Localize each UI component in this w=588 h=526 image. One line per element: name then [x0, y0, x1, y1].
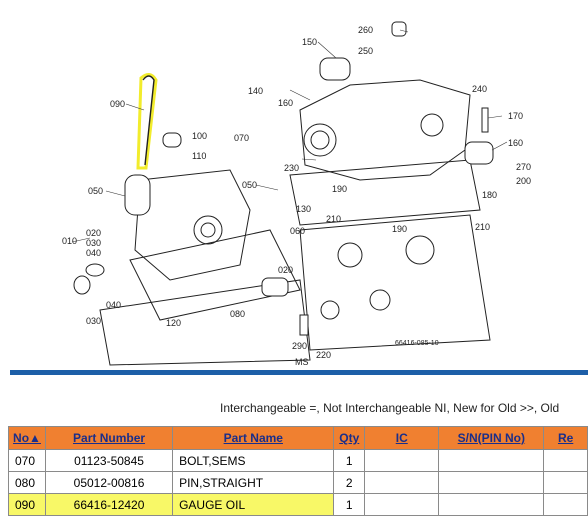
section-divider	[0, 368, 588, 378]
cell-part-name: BOLT,SEMS	[172, 449, 335, 472]
part-label-150: 150	[302, 37, 317, 47]
cell-part-name: GAUGE OIL	[172, 493, 335, 516]
part-label-ms: MS	[295, 357, 309, 367]
part-label-180: 180	[482, 190, 497, 200]
part-label-240: 240	[472, 84, 487, 94]
part-label-200: 200	[516, 176, 531, 186]
part-label-100: 100	[192, 131, 207, 141]
part-label-020: 020	[86, 228, 101, 238]
cell-sn	[438, 471, 545, 494]
part-label-270: 270	[516, 162, 531, 172]
col-no-header[interactable]: No▲	[8, 426, 46, 450]
diagram-svg: 260 250 150 140 160 240 170 160 270 200 …	[62, 21, 531, 367]
cell-re	[543, 449, 588, 472]
col-re-header[interactable]: Re	[543, 426, 588, 450]
part-label-170: 170	[508, 111, 523, 121]
part-label-050-b: 050	[242, 180, 257, 190]
cell-ic	[364, 493, 440, 516]
col-part-number-header[interactable]: Part Number	[44, 426, 174, 450]
cell-part-number: 01123-50845	[44, 449, 174, 472]
part-label-030: 030	[86, 238, 101, 248]
part-label-030-b: 030	[86, 316, 101, 326]
col-ic-header[interactable]: IC	[364, 426, 440, 450]
exploded-parts-diagram: 260 250 150 140 160 240 170 160 270 200 …	[62, 21, 531, 367]
part-label-120: 120	[166, 318, 181, 328]
part-label-190-b: 190	[392, 224, 407, 234]
part-label-190: 190	[332, 184, 347, 194]
front-cover	[73, 132, 311, 366]
cell-ic	[364, 449, 440, 472]
part-label-050: 050	[88, 186, 103, 196]
part-label-260: 260	[358, 25, 373, 35]
cell-no: 080	[8, 471, 46, 494]
part-label-080: 080	[230, 309, 245, 319]
leader-lines	[71, 29, 508, 243]
table-row-highlighted[interactable]: 090 66416-12420 GAUGE OIL 1	[8, 493, 588, 516]
part-label-210: 210	[326, 214, 341, 224]
part-label-230: 230	[284, 163, 299, 173]
hydraulic-housing	[289, 21, 494, 351]
part-label-090: 090	[110, 99, 125, 109]
part-label-140: 140	[248, 86, 263, 96]
dipstick-highlight	[136, 73, 158, 170]
part-label-110: 110	[192, 151, 206, 161]
blue-bar	[10, 370, 588, 375]
cell-sn	[438, 493, 545, 516]
cell-no: 070	[8, 449, 46, 472]
cell-part-number: 05012-00816	[44, 471, 174, 494]
cell-no: 090	[8, 493, 46, 516]
part-label-160: 160	[278, 98, 293, 108]
cell-re	[543, 493, 588, 516]
parts-table: No▲ Part Number Part Name Qty IC S/N(PIN…	[8, 426, 588, 516]
part-label-020-b: 020	[278, 265, 293, 275]
interchangeable-legend: Interchangeable =, Not Interchangeable N…	[220, 401, 560, 415]
col-sn-header[interactable]: S/N(PIN No)	[438, 426, 545, 450]
col-part-name-header[interactable]: Part Name	[172, 426, 335, 450]
cell-ic	[364, 471, 440, 494]
diagram-code: 66416-085-10	[395, 340, 439, 347]
table-row[interactable]: 080 05012-00816 PIN,STRAIGHT 2	[8, 471, 588, 494]
cell-part-name: PIN,STRAIGHT	[172, 471, 335, 494]
part-label-220: 220	[316, 350, 331, 360]
part-label-060: 060	[290, 226, 305, 236]
cell-qty: 2	[333, 471, 366, 494]
cell-re	[543, 471, 588, 494]
cell-part-number: 66416-12420	[44, 493, 174, 516]
part-label-290: 290	[292, 341, 307, 351]
cell-qty: 1	[333, 449, 366, 472]
part-label-210-b: 210	[475, 222, 490, 232]
col-qty-header[interactable]: Qty	[333, 426, 366, 450]
part-label-130: 130	[296, 204, 311, 214]
part-label-040-b: 040	[106, 300, 121, 310]
part-label-070: 070	[234, 133, 249, 143]
part-label-160-b: 160	[508, 138, 523, 148]
cell-sn	[438, 449, 545, 472]
part-label-250: 250	[358, 46, 373, 56]
part-label-040: 040	[86, 248, 101, 258]
cell-qty: 1	[333, 493, 366, 516]
table-row[interactable]: 070 01123-50845 BOLT,SEMS 1	[8, 449, 588, 472]
table-header-row: No▲ Part Number Part Name Qty IC S/N(PIN…	[8, 426, 588, 450]
part-label-010: 010	[62, 236, 77, 246]
dipstick	[142, 75, 155, 166]
